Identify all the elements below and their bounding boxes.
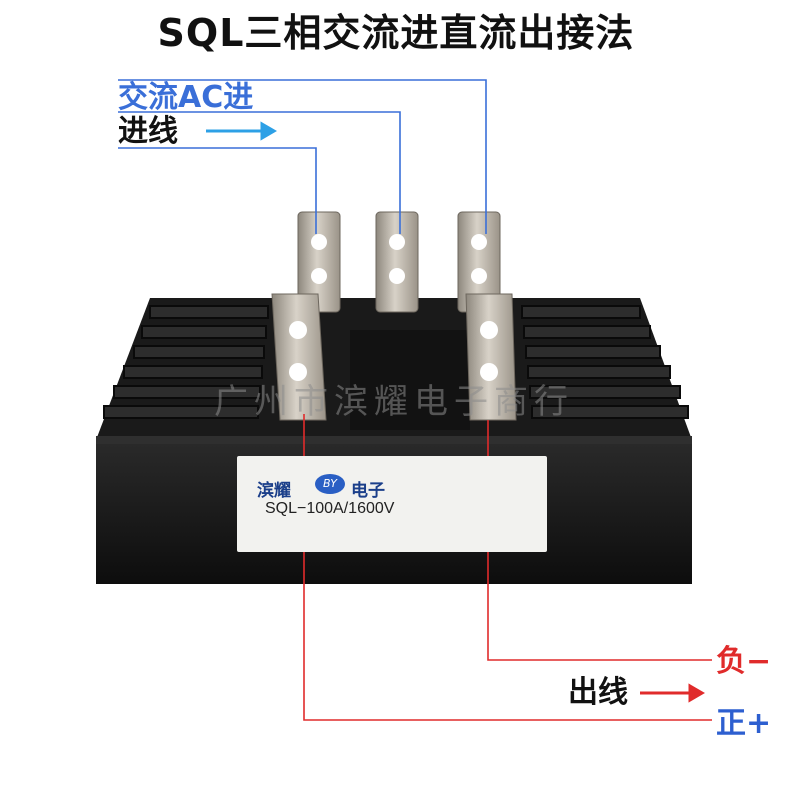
line-out-label: 出线 [568, 675, 628, 710]
ac-input-label: 交流AC进 [118, 80, 254, 115]
brand-logo: BY [315, 474, 345, 494]
positive-label: 正+ [716, 706, 772, 741]
arrow-right-blue-icon [206, 121, 277, 141]
ac-wires [118, 79, 487, 234]
page-title: SQL三相交流进直流出接法 [157, 11, 635, 55]
ac-terminals [297, 211, 501, 430]
brand-name-right: 电子 [351, 481, 385, 501]
label-plate: 滨耀 BY 电子 SQL−100A/1600V [237, 456, 547, 552]
watermark: 广州市滨耀电子商行 [214, 382, 574, 422]
line-in-label: 进线 [118, 114, 178, 149]
model-number: SQL−100A/1600V [265, 500, 395, 517]
dc-terminals [271, 293, 517, 421]
negative-label: 负− [716, 644, 772, 679]
brand-name-left: 滨耀 [257, 481, 291, 501]
arrow-right-red-icon [640, 683, 705, 703]
